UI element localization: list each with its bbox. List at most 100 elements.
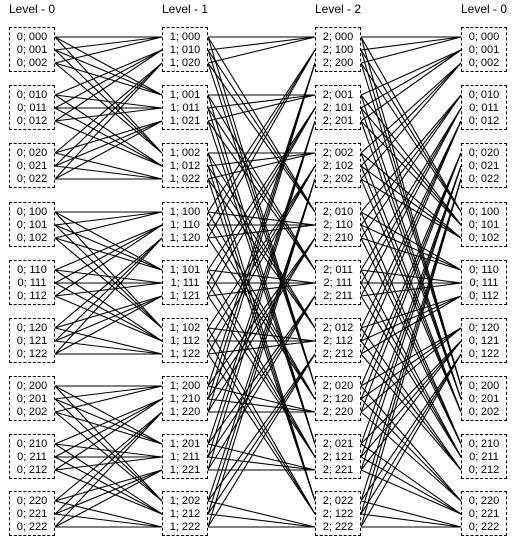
wire-stage0-16-14 bbox=[54, 295, 163, 342]
wire-stage2-14-13 bbox=[360, 282, 462, 297]
wire-stage2-14-4 bbox=[360, 107, 462, 297]
wire-stage2-11-12 bbox=[360, 237, 462, 271]
wire-stage2-25-8 bbox=[360, 178, 462, 515]
wire-stage0-17-11 bbox=[54, 237, 163, 355]
node-group-c2-g2 bbox=[315, 143, 361, 188]
node-label: 0; 010 bbox=[468, 88, 500, 101]
wire-stage1-19-11 bbox=[207, 237, 316, 400]
wire-stage0-23-19 bbox=[54, 398, 163, 471]
node-label: 0; 212 bbox=[16, 463, 48, 476]
node-label: 2; 021 bbox=[322, 437, 354, 450]
wire-stage2-19-6 bbox=[360, 152, 462, 400]
wire-stage1-5-3 bbox=[207, 94, 316, 122]
node-label: 1; 021 bbox=[169, 114, 201, 127]
node-label: 0; 002 bbox=[468, 56, 500, 69]
node-label: 1; 001 bbox=[169, 88, 201, 101]
node-group-c2-g4 bbox=[315, 260, 361, 305]
node-label: 0; 220 bbox=[468, 494, 500, 507]
node-group-c3-g2 bbox=[461, 143, 507, 188]
wire-stage2-2-0 bbox=[360, 36, 462, 64]
wire-stage0-2-0 bbox=[54, 36, 163, 64]
node-label: 1; 122 bbox=[169, 347, 201, 360]
wire-stage0-25-26 bbox=[54, 513, 163, 528]
wire-stage2-10-3 bbox=[360, 94, 462, 226]
wire-stage2-15-5 bbox=[360, 120, 462, 329]
wire-stage2-8-11 bbox=[360, 178, 462, 239]
node-label: 0; 020 bbox=[16, 146, 48, 159]
node-label: 1; 222 bbox=[169, 520, 201, 533]
level-header-0: Level - 0 bbox=[8, 2, 56, 16]
wire-stage1-13-4 bbox=[207, 107, 316, 284]
node-label: 2; 000 bbox=[322, 30, 354, 43]
node-group-c0-g3 bbox=[9, 202, 55, 247]
wire-stage0-9-12 bbox=[54, 211, 163, 271]
wire-stage1-8-6 bbox=[207, 152, 316, 180]
node-label: 0; 200 bbox=[468, 379, 500, 392]
wire-stage0-8-5 bbox=[54, 120, 163, 180]
node-group-c3-g6 bbox=[461, 376, 507, 421]
node-label: 1; 220 bbox=[169, 405, 201, 418]
node-label: 2; 011 bbox=[323, 263, 353, 276]
wire-stage0-12-13 bbox=[54, 269, 163, 284]
wire-stage1-20-2 bbox=[207, 62, 316, 413]
wire-stage1-11-1 bbox=[207, 49, 316, 239]
wire-stage1-14-4 bbox=[207, 107, 316, 297]
node-group-c0-g4 bbox=[9, 260, 55, 305]
wire-stage1-6-15 bbox=[207, 152, 316, 329]
node-label: 0; 211 bbox=[17, 450, 47, 463]
wire-stage1-20-11 bbox=[207, 237, 316, 413]
wire-stage2-24-26 bbox=[360, 500, 462, 528]
node-label: 2; 201 bbox=[322, 114, 354, 127]
wire-stage2-21-7 bbox=[360, 165, 462, 445]
wire-stage1-7-6 bbox=[207, 152, 316, 167]
wire-stage0-7-8 bbox=[54, 165, 163, 180]
node-group-c0-g0 bbox=[9, 27, 55, 72]
node-label: 0; 202 bbox=[16, 405, 48, 418]
wire-stage0-24-26 bbox=[54, 500, 163, 528]
node-label: 0; 002 bbox=[16, 56, 48, 69]
wire-stage0-4-1 bbox=[54, 49, 163, 109]
node-label: 0; 220 bbox=[16, 494, 48, 507]
wire-stage2-26-8 bbox=[360, 178, 462, 528]
wire-stage2-22-25 bbox=[360, 456, 462, 515]
node-label: 0; 102 bbox=[16, 231, 48, 244]
wire-stage2-9-21 bbox=[360, 211, 462, 445]
wire-stage2-10-21 bbox=[360, 224, 462, 445]
node-label: 0; 011 bbox=[469, 101, 499, 114]
wire-stage1-21-5 bbox=[207, 120, 316, 445]
node-label: 2; 112 bbox=[323, 334, 353, 347]
wire-stage0-0-3 bbox=[54, 36, 163, 96]
node-label: 0; 120 bbox=[468, 321, 500, 334]
node-label: 1; 100 bbox=[169, 205, 201, 218]
wire-stage0-17-14 bbox=[54, 295, 163, 355]
node-group-c1-g7 bbox=[162, 434, 208, 479]
node-label: 1; 121 bbox=[169, 289, 201, 302]
node-group-c1-g1 bbox=[162, 85, 208, 130]
wire-stage0-7-2 bbox=[54, 62, 163, 167]
wire-stage0-1-0 bbox=[54, 36, 163, 51]
node-label: 0; 012 bbox=[16, 114, 48, 127]
wire-stage2-1-9 bbox=[360, 49, 462, 213]
node-label: 2; 202 bbox=[322, 172, 354, 185]
level-header-2: Level - 2 bbox=[314, 2, 362, 16]
node-label: 0; 222 bbox=[16, 520, 48, 533]
node-group-c0-g6 bbox=[9, 376, 55, 421]
node-label: 0; 110 bbox=[469, 263, 499, 276]
wire-stage2-21-25 bbox=[360, 443, 462, 515]
wire-stage0-21-25 bbox=[54, 443, 163, 515]
wire-stage1-0-9 bbox=[207, 36, 316, 213]
node-label: 1; 112 bbox=[170, 334, 200, 347]
node-group-c2-g1 bbox=[315, 85, 361, 130]
node-label: 2; 111 bbox=[323, 276, 353, 289]
wire-stage1-3-12 bbox=[207, 94, 316, 271]
node-label: 0; 212 bbox=[468, 463, 500, 476]
wire-stage1-10-1 bbox=[207, 49, 316, 226]
wire-stage1-22-14 bbox=[207, 295, 316, 458]
node-group-c0-g2 bbox=[9, 143, 55, 188]
node-label: 0; 121 bbox=[16, 334, 48, 347]
node-group-c2-g3 bbox=[315, 202, 361, 247]
node-label: 0; 221 bbox=[468, 507, 500, 520]
wire-stage0-19-18 bbox=[54, 385, 163, 400]
node-group-c3-g5 bbox=[461, 318, 507, 363]
wire-stage0-8-2 bbox=[54, 62, 163, 180]
